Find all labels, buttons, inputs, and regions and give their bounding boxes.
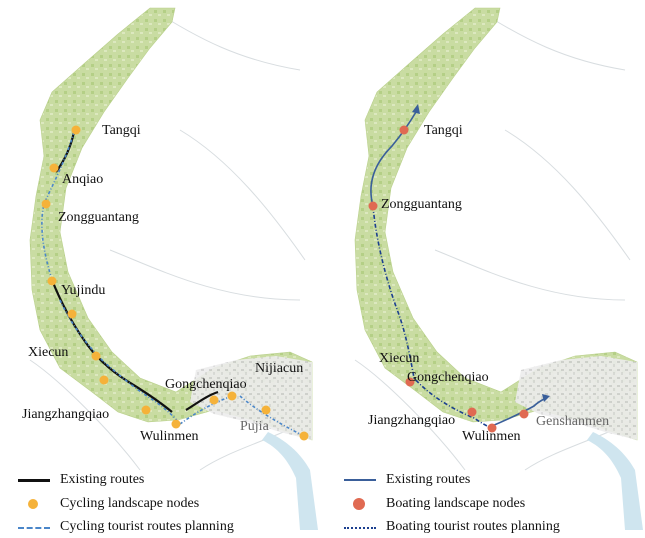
right-label-gongchenqiao: Gongchenqiao — [407, 370, 489, 385]
left-label-gongchenqiao: Gongchenqiao — [165, 377, 247, 392]
right-planning-route — [372, 205, 493, 429]
left-legend-planning: Cycling tourist routes planning — [14, 518, 234, 536]
right-label-wulinmen: Wulinmen — [462, 429, 521, 444]
right-urban-area — [515, 356, 637, 440]
right-legend-nodes: Boating landscape nodes — [340, 495, 525, 513]
right-existing-route-arrow-east — [542, 394, 550, 402]
left-legend-existing-text: Existing routes — [60, 472, 145, 487]
right-legend-planning: Boating tourist routes planning — [340, 518, 560, 536]
left-label-yujindu: Yujindu — [61, 283, 106, 298]
right-water — [587, 432, 643, 530]
left-legend-nodes-symbol — [14, 495, 54, 513]
right-legend-existing: Existing routes — [340, 471, 470, 489]
right-legend-planning-symbol — [340, 518, 380, 536]
right-label-tangqi: Tangqi — [424, 123, 463, 138]
right-existing-route-arrow-top — [412, 104, 420, 114]
right-boating-nodes — [368, 125, 529, 433]
left-label-pujia: Pujia — [240, 419, 269, 434]
right-label-zongguantang: Zongguantang — [381, 197, 462, 212]
right-existing-route-east — [491, 397, 547, 427]
left-label-jiangzhangqiao: Jiangzhangqiao — [22, 407, 110, 422]
right-legend-nodes-symbol — [340, 495, 380, 513]
right-legend-existing-symbol — [340, 471, 380, 489]
left-urban-area — [190, 356, 312, 440]
right-legend-existing-text: Existing routes — [386, 472, 471, 487]
left-label-wulinmen: Wulinmen — [140, 429, 199, 444]
left-map — [29, 7, 318, 530]
left-planning-route — [41, 131, 305, 437]
left-legend-nodes-text: Cycling landscape nodes — [60, 496, 200, 511]
right-label-xiecun: Xiecun — [379, 351, 420, 366]
left-label-xiecun: Xiecun — [28, 345, 69, 360]
right-legend-planning-text: Boating tourist routes planning — [386, 519, 560, 534]
left-basemap-lines — [29, 7, 311, 471]
left-legend-existing: Existing routes — [14, 471, 144, 489]
right-legend-nodes-text: Boating landscape nodes — [386, 496, 526, 511]
left-label-zongguantang: Zongguantang — [58, 210, 139, 225]
right-map — [354, 7, 643, 530]
right-label-jiangzhangqiao: Jiangzhangqiao — [368, 413, 456, 428]
right-basemap-lines — [354, 7, 636, 471]
left-legend-existing-symbol — [14, 471, 54, 489]
left-legend-planning-symbol — [14, 518, 54, 536]
left-water — [262, 432, 318, 530]
left-legend-nodes: Cycling landscape nodes — [14, 495, 199, 513]
left-cycling-nodes — [41, 125, 309, 441]
left-label-anqiao: Anqiao — [62, 172, 104, 187]
left-label-nijiacun: Nijiacun — [255, 361, 304, 376]
right-existing-route — [370, 111, 417, 207]
left-label-tangqi: Tangqi — [102, 123, 141, 138]
right-label-genshanmen: Genshanmen — [536, 414, 610, 429]
left-legend-planning-text: Cycling tourist routes planning — [60, 519, 234, 534]
